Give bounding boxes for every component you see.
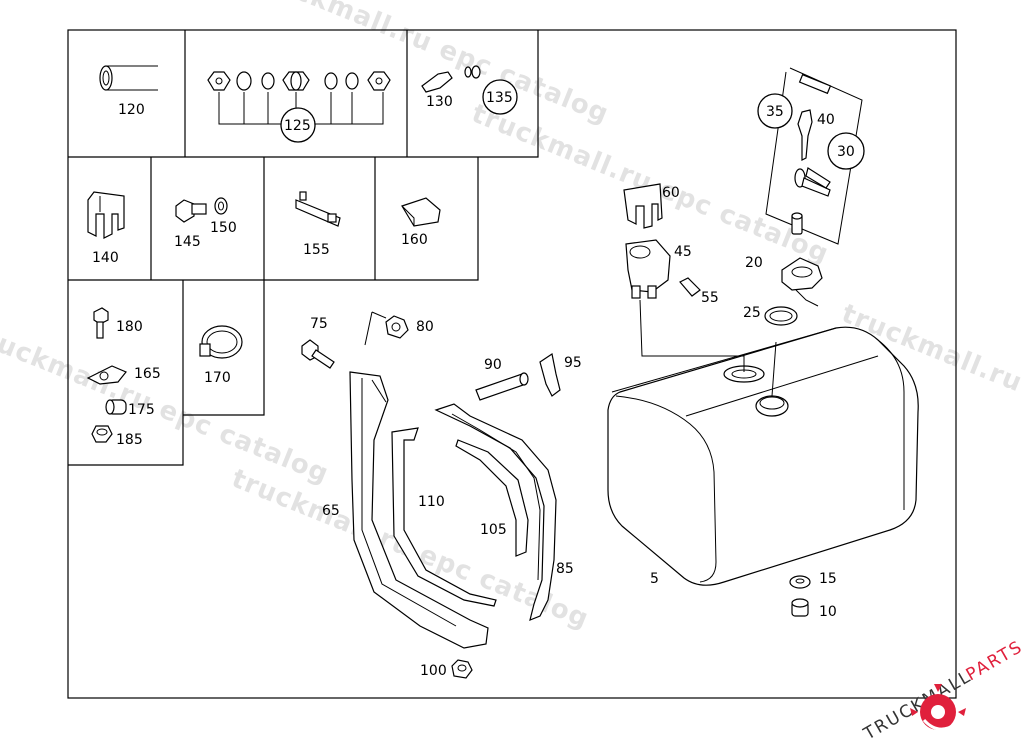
part-130-connector	[421, 65, 481, 93]
callout-175: 175	[128, 402, 155, 418]
watermark: truckmall.ru epc catalog	[0, 319, 333, 490]
part-170-clamp	[199, 325, 243, 359]
part-15-washer	[789, 575, 811, 589]
part-145-bolt	[175, 197, 228, 223]
callout-35[interactable]: 35	[757, 93, 793, 129]
part-165-clip	[86, 365, 127, 385]
callout-100: 100	[420, 663, 447, 679]
logo-text-dark: TRUCKMALL	[860, 667, 976, 745]
callout-130: 130	[426, 94, 453, 110]
part-185-nut	[91, 425, 113, 443]
callout-95: 95	[564, 355, 582, 371]
callout-15: 15	[819, 571, 837, 587]
callout-140: 140	[92, 250, 119, 266]
callout-25: 25	[743, 305, 761, 321]
callout-65: 65	[322, 503, 340, 519]
part-155-strip	[295, 191, 341, 227]
callout-135[interactable]: 135	[482, 79, 518, 115]
callout-150: 150	[210, 220, 237, 236]
part-5-fuel-tank	[607, 326, 919, 586]
callout-80: 80	[416, 319, 434, 335]
part-30-key-set	[765, 67, 863, 245]
callout-55: 55	[701, 290, 719, 306]
part-55-screw	[679, 277, 701, 297]
callout-60: 60	[662, 185, 680, 201]
callout-35-label: 35	[766, 104, 784, 120]
frame	[67, 29, 957, 699]
callout-110: 110	[418, 494, 445, 510]
gear-logo-icon	[910, 684, 966, 731]
part-175-sleeve	[105, 399, 127, 415]
callout-20: 20	[745, 255, 763, 271]
callout-185: 185	[116, 432, 143, 448]
callout-155: 155	[303, 242, 330, 258]
part-105-rubber	[455, 439, 529, 557]
callout-160: 160	[401, 232, 428, 248]
callout-75: 75	[310, 316, 328, 332]
part-20-cap	[781, 257, 823, 307]
callout-30[interactable]: 30	[827, 132, 865, 170]
part-85-strap	[434, 403, 557, 621]
part-110-strap	[391, 427, 497, 607]
part-180-bolt	[93, 307, 109, 339]
callout-labels: 120 125 130 135 140 145 150 155 160 180 …	[92, 79, 865, 679]
callout-125[interactable]: 125	[280, 107, 316, 143]
logo-text-accent: PARTS	[963, 637, 1024, 686]
part-10-plug	[791, 598, 809, 617]
callout-180: 180	[116, 319, 143, 335]
part-160-pad	[401, 197, 441, 227]
callout-10: 10	[819, 604, 837, 620]
callout-135-label: 135	[486, 90, 513, 106]
callout-105: 105	[480, 522, 507, 538]
callout-45: 45	[674, 244, 692, 260]
part-80-nut	[364, 311, 409, 346]
part-120-tube	[99, 65, 158, 91]
callout-120: 120	[118, 102, 145, 118]
part-25-seal	[764, 306, 798, 397]
callout-5: 5	[650, 571, 659, 587]
callout-90: 90	[484, 357, 502, 373]
callout-40: 40	[817, 112, 835, 128]
callout-125-label: 125	[284, 118, 311, 134]
part-95-clip	[539, 353, 561, 397]
part-45-sender	[625, 239, 745, 372]
callout-165: 165	[134, 366, 161, 382]
part-65-support	[349, 371, 489, 649]
part-90-pin	[475, 372, 529, 401]
part-140-bracket	[87, 191, 125, 239]
callout-145: 145	[174, 234, 201, 250]
part-100-nut	[451, 659, 473, 679]
part-125-fittings	[207, 71, 391, 125]
callout-170: 170	[204, 370, 231, 386]
callout-30-label: 30	[837, 144, 855, 160]
callout-85: 85	[556, 561, 574, 577]
part-60-bracket	[623, 183, 663, 229]
part-75-bolt	[301, 339, 335, 369]
